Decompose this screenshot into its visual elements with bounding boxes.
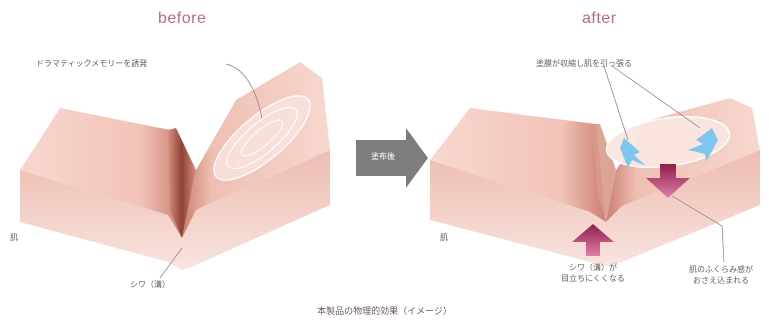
memory-ring-outer	[213, 95, 311, 181]
blue-arrow-left	[620, 138, 646, 168]
before-title: before	[158, 10, 207, 27]
process-arrow-label: 塗布後	[371, 152, 395, 161]
memory-ring-middle	[226, 106, 298, 170]
after-bulge-leader-line	[671, 195, 725, 263]
magenta-arrow-up	[572, 224, 614, 256]
after-top-leader-line-b	[611, 65, 701, 129]
before-wrinkle-groove	[168, 128, 196, 238]
after-skin-label: 肌	[440, 233, 448, 242]
after-bulge-result-line-2: おさえ込まれる	[693, 276, 749, 285]
process-arrow	[356, 128, 428, 188]
after-shallow-groove	[592, 124, 616, 222]
before-skin-side	[20, 150, 330, 270]
blue-arrow-right	[688, 128, 718, 162]
before-wrinkle-leader-line	[159, 247, 183, 279]
before-top-label: ドラマティックメモリーを誘発	[36, 59, 148, 68]
before-skin-top-left	[20, 108, 182, 238]
before-skin-block	[20, 62, 330, 279]
after-top-leader-line-a	[603, 65, 629, 141]
memory-ring-inner	[240, 119, 284, 157]
figure-caption: 本製品の物理的効果（イメージ）	[317, 307, 452, 317]
after-skin-side	[430, 150, 760, 266]
magenta-arrow-down	[646, 164, 690, 198]
before-skin-label: 肌	[10, 233, 18, 242]
after-bulge-result-label: 肌のふくらみ感が おさえ込まれる	[676, 264, 766, 286]
before-top-leader-line	[225, 63, 263, 119]
after-wrinkle-result-label: シワ（溝）が 目立ちにくくなる	[548, 262, 638, 284]
after-wrinkle-result-line-2: 目立ちにくくなる	[561, 274, 625, 283]
after-skin-block	[430, 65, 760, 266]
after-title: after	[582, 10, 617, 27]
after-wrinkle-result-line-1: シワ（溝）が	[569, 263, 617, 272]
before-wrinkle-label: シワ（溝）	[130, 280, 170, 289]
after-top-label: 塗膜が収縮し肌を引っ張る	[536, 59, 632, 68]
after-skin-top-left	[430, 108, 606, 222]
after-bulge-result-line-1: 肌のふくらみ感が	[689, 265, 753, 274]
